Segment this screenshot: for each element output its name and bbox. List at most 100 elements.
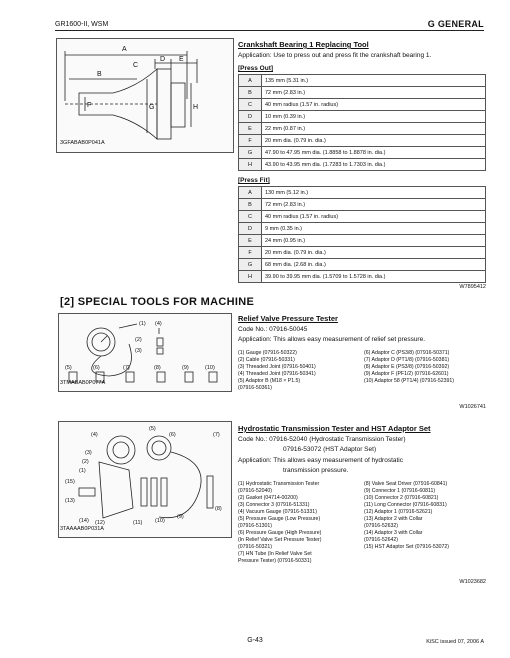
spec-value: 130 mm (5.12 in.)	[261, 186, 486, 199]
spec-value: 43.90 to 43.95 mm dia. (1.7283 to 1.7303…	[261, 158, 486, 171]
spec-key: A	[238, 186, 262, 199]
relief-figure-caption: 3TMABAB0P077A	[60, 380, 106, 386]
spec-value: 39.90 to 39.95 mm dia. (1.5709 to 1.5728…	[261, 270, 486, 283]
hst-callout-14: (14)	[79, 518, 89, 524]
list-item: (1) Gauge (07916-50322)	[238, 350, 297, 356]
relief-application: Application: This allows easy measuremen…	[238, 336, 426, 343]
hst-callout-11: (11)	[133, 520, 143, 526]
list-item: (11) Long Connector (07916-60831)	[364, 502, 447, 508]
dim-label-a: A	[122, 46, 127, 53]
hst-title: Hydrostatic Transmission Tester and HST …	[238, 424, 431, 433]
list-item: (8) Valve Seat Driver (07916-60841)	[364, 481, 448, 487]
list-item: (8) Adaptor E (PS3/8) (07916-50392)	[364, 364, 450, 370]
spec-key: D	[238, 222, 262, 235]
hst-callout-1: (1)	[79, 468, 86, 474]
list-item: (6) Adaptor C (PS3/8) (07916-50371)	[364, 350, 450, 356]
hst-callout-2: (2)	[82, 459, 89, 465]
spec-key: A	[238, 74, 262, 87]
list-item: (07916-51301)	[238, 523, 273, 529]
spec-value: 135 mm (5.31 in.)	[261, 74, 486, 87]
spec-key: E	[238, 234, 262, 247]
list-item: (07916-52642)	[364, 537, 399, 543]
dim-label-d: D	[160, 56, 165, 63]
spec-key: B	[238, 86, 262, 99]
hst-code-line-1: Code No.: 07916-52040 (Hydrostatic Trans…	[238, 436, 406, 443]
hst-callout-4: (4)	[91, 432, 98, 438]
spec-key: B	[238, 198, 262, 211]
spec-key: F	[238, 246, 262, 259]
crank-application: Application: Use to press out and press …	[238, 52, 432, 59]
hst-application-2: transmission pressure.	[283, 467, 349, 474]
hst-figure-caption: 3TAAAAB0P031A	[60, 526, 104, 532]
relief-callout-7: (7)	[123, 365, 130, 371]
spec-key: G	[238, 258, 262, 271]
spec-value: 20 mm dia. (0.79 in. dia.)	[261, 134, 486, 147]
section-heading: [2] SPECIAL TOOLS FOR MACHINE	[60, 296, 255, 308]
spec-value: 40 mm radius (1.57 in. radius)	[261, 210, 486, 223]
list-item: (6) Pressure Gauge (High Pressure)	[238, 530, 322, 536]
list-item: (13) Adaptor 2 with Collar	[364, 516, 423, 522]
relief-parts-right: (6) Adaptor C (PS3/8) (07916-50371)(7) A…	[364, 350, 454, 385]
hst-ref-code: W1023682	[459, 579, 486, 585]
relief-callout-1: (1)	[139, 321, 146, 327]
hst-tester-figure: (4) (5) (6) (7) (3) (2) (1) (15) (13) (1…	[58, 421, 232, 538]
relief-tester-drawing: (1) (4) (2) (3) (5) (6) (7) (8) (9) (10)	[65, 321, 218, 383]
list-item: (9) Adaptor F (PF1/2) (07916-62601)	[364, 371, 449, 377]
page-number: G-43	[247, 637, 263, 644]
spec-key: F	[238, 134, 262, 147]
relief-callout-8: (8)	[154, 365, 161, 371]
relief-code-no: Code No.: 07916-50045	[238, 326, 308, 333]
spec-value: 68 mm dia. (2.68 in. dia.)	[261, 258, 486, 271]
hst-callout-9: (9)	[177, 514, 184, 520]
hst-callout-8: (8)	[215, 506, 222, 512]
dim-label-g: G	[149, 104, 154, 111]
list-item: Pressure Tester) (07916-50331)	[238, 558, 312, 564]
dim-label-h: H	[193, 104, 198, 111]
relief-callout-5: (5)	[65, 365, 72, 371]
hst-callout-6: (6)	[169, 432, 176, 438]
relief-callout-3: (3)	[135, 348, 142, 354]
spec-value: 47.90 to 47.95 mm dia. (1.8858 to 1.8878…	[261, 146, 486, 159]
hst-callout-13: (13)	[65, 498, 75, 504]
list-item: (07916-50361)	[238, 385, 273, 391]
relief-tester-figure: (1) (4) (2) (3) (5) (6) (7) (8) (9) (10)	[58, 313, 232, 392]
issue-note: KiSC issued 07, 2006 A	[426, 639, 484, 645]
hst-code-line-2: 07916-53072 (HST Adaptor Set)	[283, 446, 377, 453]
spec-value: 72 mm (2.83 in.)	[261, 198, 486, 211]
list-item: (14) Adaptor 3 with Collar	[364, 530, 423, 536]
dim-label-b: B	[97, 71, 102, 78]
list-item: (07916-50321)	[238, 544, 273, 550]
doc-id: GR1600-II, WSM	[55, 21, 109, 28]
header-rule	[55, 30, 484, 31]
spec-key: H	[238, 270, 262, 283]
crank-tool-figure: A B C D E F G H	[56, 38, 234, 153]
hst-tester-drawing: (4) (5) (6) (7) (3) (2) (1) (15) (13) (1…	[65, 426, 222, 526]
hst-callout-15: (15)	[65, 479, 75, 485]
hst-callout-12: (12)	[95, 520, 105, 526]
list-item: (07916-52040)	[238, 488, 273, 494]
spec-key: C	[238, 210, 262, 223]
hst-parts-right: (8) Valve Seat Driver (07916-60841)(9) C…	[364, 481, 449, 551]
relief-title: Relief Valve Pressure Tester	[238, 314, 338, 323]
dim-label-c: C	[133, 62, 138, 69]
crank-tool-drawing: A B C D E F G H	[64, 46, 198, 140]
list-item: (2) Gasket (04714-00200)	[238, 495, 298, 501]
section-title: G GENERAL	[427, 19, 484, 29]
spec-key: G	[238, 146, 262, 159]
